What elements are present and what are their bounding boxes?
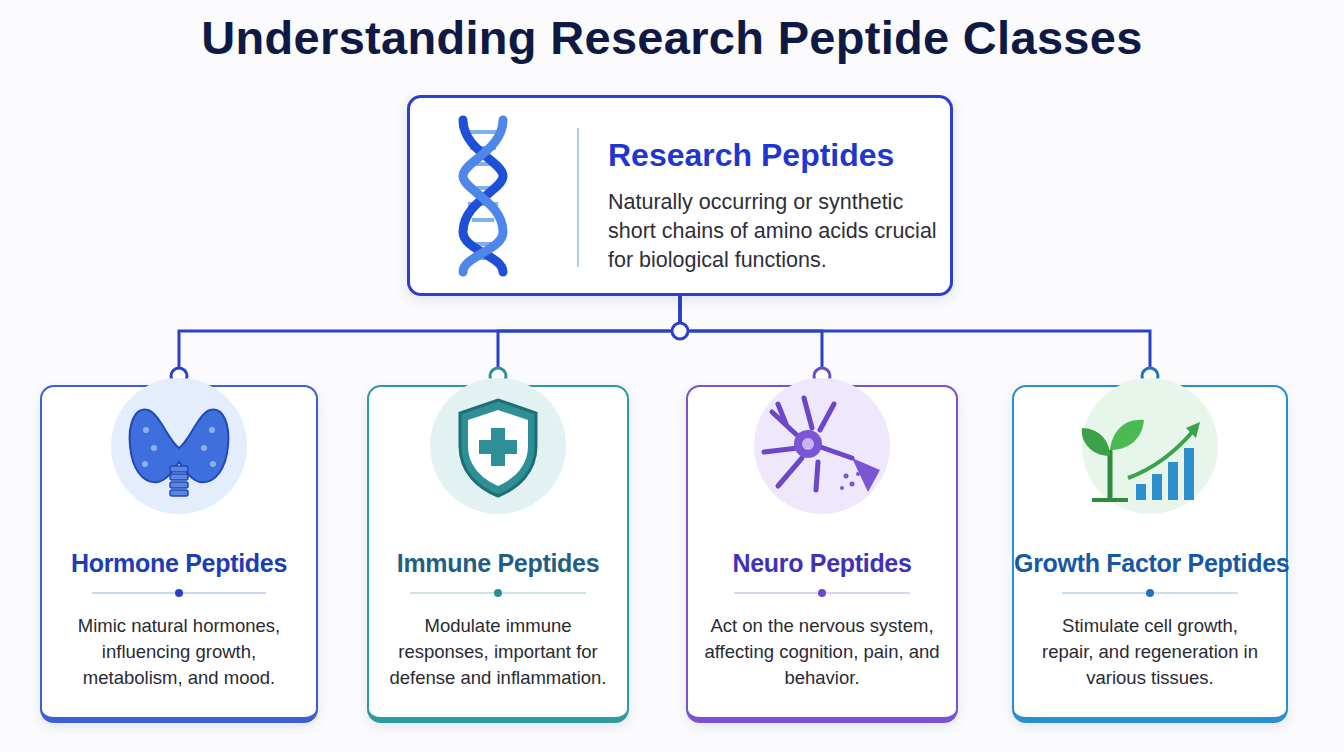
node-description: Naturally occurring or synthetic short c… bbox=[608, 188, 943, 275]
node-description: Mimic natural hormones, influencing grow… bbox=[65, 613, 293, 691]
node-heading: Neuro Peptides bbox=[688, 547, 956, 579]
category-card: Growth Factor PeptidesStimulate cell gro… bbox=[1012, 385, 1288, 723]
node-heading: Research Peptides bbox=[608, 136, 938, 174]
junction-dots bbox=[171, 323, 1158, 384]
tree-connector bbox=[498, 296, 680, 385]
category-card: Hormone PeptidesMimic natural hormones, … bbox=[40, 385, 318, 723]
junction-dot bbox=[814, 368, 830, 384]
root-box: Research PeptidesNaturally occurring or … bbox=[407, 95, 953, 296]
tree-connector bbox=[680, 296, 822, 385]
diagram-title: Understanding Research Peptide Classes bbox=[0, 10, 1344, 65]
node-heading: Hormone Peptides bbox=[42, 547, 316, 579]
junction-dot bbox=[672, 323, 688, 339]
category-card: Immune PeptidesModulate immune responses… bbox=[367, 385, 629, 723]
node-heading: Growth Factor Peptides bbox=[1014, 547, 1286, 579]
junction-dot bbox=[490, 368, 506, 384]
category-card: Neuro PeptidesAct on the nervous system,… bbox=[686, 385, 958, 723]
junction-dot bbox=[1142, 368, 1158, 384]
tree-connector bbox=[179, 296, 680, 385]
junction-dot bbox=[171, 368, 187, 384]
node-description: Stimulate cell growth, repair, and regen… bbox=[1034, 613, 1266, 691]
node-heading: Immune Peptides bbox=[369, 547, 627, 579]
node-description: Modulate immune responses, important for… bbox=[380, 613, 616, 691]
node-description: Act on the nervous system, affecting cog… bbox=[701, 613, 943, 691]
tree-connector bbox=[680, 296, 1150, 385]
